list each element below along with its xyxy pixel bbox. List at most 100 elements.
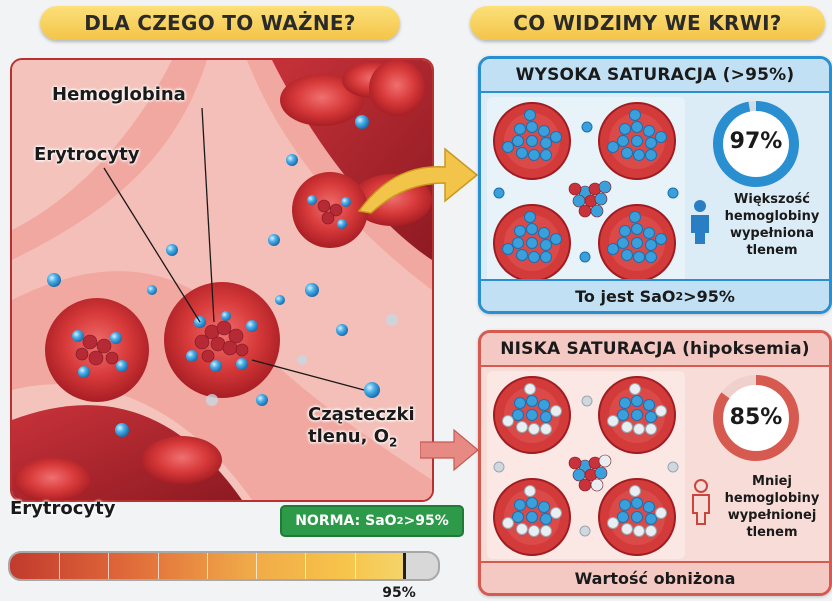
oxygen-empty: [645, 525, 657, 537]
saturation-scale-tick: 95%: [382, 585, 416, 601]
oxygen-empty: [524, 383, 536, 395]
oxygen-bound: [621, 147, 633, 159]
person-blue-icon: [691, 200, 709, 244]
oxygen-bound: [631, 409, 643, 421]
oxygen-bound: [502, 141, 514, 153]
oxygen-bound: [528, 251, 540, 263]
oxygen-bound: [617, 237, 629, 249]
oxygen-bound: [550, 233, 562, 245]
oxygen-bound: [526, 135, 538, 147]
oxygen-bound: [502, 243, 514, 255]
oxygen-bound: [607, 141, 619, 153]
oxygen-bound: [538, 227, 550, 239]
oxygen-bound: [512, 135, 524, 147]
oxygen-bound: [645, 411, 657, 423]
oxygen-bound: [540, 513, 552, 525]
oxygen-bound: [512, 237, 524, 249]
oxygen-bound: [540, 411, 552, 423]
oxygen-bound: [631, 237, 643, 249]
oxygen-bound: [619, 499, 631, 511]
arrow-to-high-icon: [357, 147, 479, 214]
oxygen-bound: [526, 121, 538, 133]
saturation-scale-marker: [402, 553, 406, 579]
oxygen-bound: [514, 225, 526, 237]
oxygen-empty: [528, 525, 540, 537]
oxygen-bound: [619, 397, 631, 409]
oxygen-empty: [621, 523, 633, 535]
oxygen-empty: [621, 421, 633, 433]
oxygen-bound: [550, 131, 562, 143]
oxygen-empty: [655, 507, 667, 519]
oxygen-bound: [514, 397, 526, 409]
oxygen-bound: [643, 227, 655, 239]
oxygen-bound: [631, 135, 643, 147]
oxygen-empty: [633, 525, 645, 537]
oxygen-bound: [516, 249, 528, 261]
oxygen-bound: [655, 233, 667, 245]
arrow-to-low-icon: [420, 428, 479, 472]
oxygen-bound: [512, 409, 524, 421]
low-saturation-card: NISKA SATURACJA (hipoksemia) 85% Mniej h…: [478, 330, 832, 596]
oxygen-bound: [524, 211, 536, 223]
oxygen-bound: [514, 123, 526, 135]
low-saturation-gauge: [713, 375, 799, 461]
low-saturation-cells: [487, 371, 685, 559]
oxygen-bound: [526, 511, 538, 523]
oxygen-bound: [631, 223, 643, 235]
oxygen-bound: [645, 239, 657, 251]
oxygen-bound: [619, 225, 631, 237]
oxygen-bound: [526, 237, 538, 249]
high-saturation-title: WYSOKA SATURACJA (>95%): [481, 59, 829, 93]
person-red-icon: [692, 479, 710, 525]
saturation-scale-bar: [8, 551, 440, 581]
blood-vessel-image: [12, 60, 432, 500]
oxygen-bound: [617, 135, 629, 147]
oxygen-empty: [550, 405, 562, 417]
oxygen-empty: [540, 423, 552, 435]
high-saturation-gauge: [713, 101, 799, 187]
scale-segment-divider: [206, 553, 208, 579]
oxygen-bound: [619, 123, 631, 135]
oxygen-bound: [631, 497, 643, 509]
oxygen-bound: [538, 125, 550, 137]
label-erythrocytes-bottom: Erytrocyty: [10, 498, 116, 519]
oxygen-bound: [540, 137, 552, 149]
oxygen-bound: [633, 149, 645, 161]
oxygen-bound: [540, 251, 552, 263]
oxygen-bound: [643, 399, 655, 411]
low-saturation-cells-image: [493, 376, 679, 556]
oxygen-bound: [621, 249, 633, 261]
oxygen-bound: [617, 511, 629, 523]
oxygen-bound: [629, 211, 641, 223]
oxygen-bound: [631, 121, 643, 133]
oxygen-empty: [502, 415, 514, 427]
oxygen-bound: [645, 251, 657, 263]
low-saturation-value: 85%: [729, 405, 783, 430]
label-hemoglobin: Hemoglobina: [52, 84, 186, 105]
oxygen-bound: [526, 223, 538, 235]
label-erythrocytes-top: Erytrocyty: [34, 144, 140, 165]
oxygen-bound: [512, 511, 524, 523]
header-what-we-see: CO WIDZIMY WE KRWI?: [470, 6, 825, 40]
oxygen-bound: [540, 149, 552, 161]
oxygen-bound: [538, 399, 550, 411]
oxygen-empty: [540, 525, 552, 537]
high-saturation-cells-image: [493, 102, 679, 282]
oxygen-bound: [655, 131, 667, 143]
oxygen-bound: [629, 109, 641, 121]
scale-segment-divider: [305, 553, 307, 579]
scale-segment-divider: [108, 553, 110, 579]
oxygen-bound: [643, 501, 655, 513]
oxygen-bound: [526, 395, 538, 407]
oxygen-bound: [633, 251, 645, 263]
header-why-important: DLA CZEGO TO WAŻNE?: [40, 6, 400, 40]
oxygen-bound: [516, 147, 528, 159]
scale-segment-divider: [256, 553, 258, 579]
oxygen-empty: [524, 485, 536, 497]
oxygen-bound: [645, 137, 657, 149]
low-saturation-caption: Mniej hemoglobiny wypełnionej tlenem: [724, 474, 820, 540]
oxygen-empty: [607, 415, 619, 427]
oxygen-bound: [607, 243, 619, 255]
oxygen-empty: [629, 383, 641, 395]
